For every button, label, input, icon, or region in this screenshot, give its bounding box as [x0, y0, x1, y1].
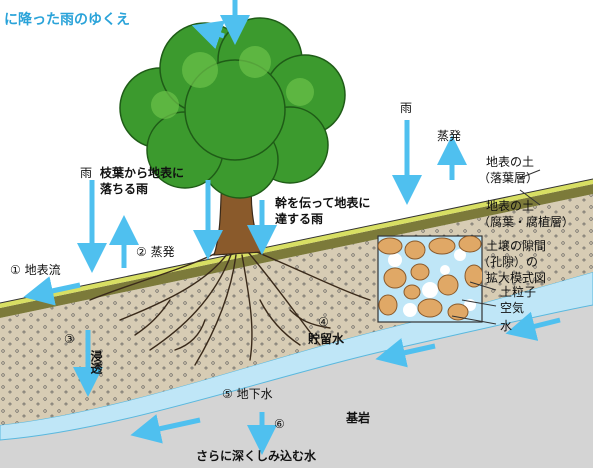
- leader-litter: [519, 169, 541, 179]
- legend-humus-2: （腐葉・腐植層）: [478, 214, 574, 229]
- infiltration-number: ③: [64, 332, 75, 346]
- deeper-label: さらに深くしみ込む水: [196, 448, 317, 463]
- branch-rain-label-2: 落ちる雨: [100, 181, 148, 196]
- rain-label-mid: 雨: [400, 101, 412, 115]
- deeper-number: ⑥: [274, 417, 285, 431]
- branch-rain-label-1: 枝葉から地表に: [99, 165, 184, 180]
- storage-label: 貯留水: [308, 331, 345, 346]
- evaporation-label-top: 蒸発: [437, 129, 461, 143]
- infiltration-label: 浸透: [89, 349, 103, 375]
- litter-layer: [0, 179, 593, 308]
- trunk-rain-label-1: 幹を伝って地表に: [275, 195, 370, 210]
- legend-soil-particle: 土粒子: [500, 284, 536, 299]
- diagram-title: に降った雨のゆくえ: [4, 11, 130, 28]
- leader-humus: [519, 189, 541, 206]
- humus-layer: [0, 184, 593, 318]
- tree-foliage-highlight: [151, 46, 314, 119]
- legend-pores-1: 土壌の隙間: [486, 239, 546, 253]
- legend-water: 水: [500, 319, 512, 333]
- ground-line: [0, 178, 593, 304]
- evaporation-label-2: ② 蒸発: [136, 245, 175, 259]
- bedrock-label: 基岩: [345, 410, 370, 425]
- groundwater-label: ⑤ 地下水: [222, 387, 273, 401]
- surface-runoff-label: ① 地表流: [10, 263, 61, 277]
- storage-flow-arrow: [375, 338, 436, 368]
- legend-pores-3: 拡大模式図: [486, 271, 546, 285]
- legend-pores-2: （孔隙）の: [478, 255, 538, 269]
- legend-litter-1: 地表の土: [486, 155, 534, 169]
- water-arrows: [23, 0, 561, 455]
- legend-humus-1: 地表の土: [486, 199, 534, 213]
- groundwater-arrow-right: [505, 311, 561, 341]
- groundwater-arrow-left: [130, 414, 201, 444]
- legend-air: 空気: [500, 300, 524, 315]
- surface-runoff-arrow: [23, 276, 81, 306]
- pore-magnified-view: [377, 235, 497, 325]
- tree-roots: [89, 247, 371, 366]
- top-arrow-bend: [191, 20, 225, 49]
- storage-number: ④: [318, 315, 329, 329]
- rain-label-left: 雨: [80, 166, 92, 180]
- legend-litter-2: （落葉層）: [478, 171, 538, 185]
- trunk-rain-label-2: 達する雨: [275, 211, 323, 226]
